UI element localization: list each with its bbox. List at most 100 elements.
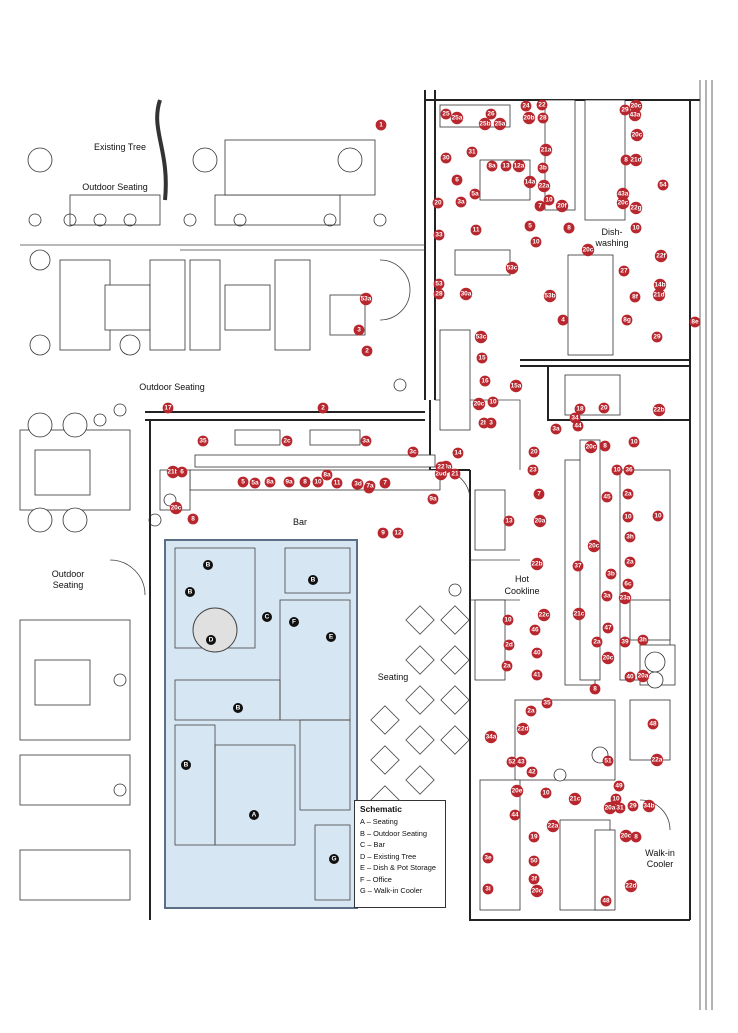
equipment-tag-label: 43a — [630, 112, 641, 119]
equipment-tag-label: 8 — [634, 834, 638, 841]
equipment-tag-label: 53c — [507, 265, 518, 272]
equipment-tag: 22g — [629, 201, 643, 215]
equipment-tag-label: 10 — [489, 399, 497, 406]
equipment-tag: 20c — [587, 539, 601, 553]
equipment-tag-label: 53b — [544, 293, 555, 300]
equipment-tag: 10 — [610, 793, 622, 805]
equipment-tag: 20c — [629, 99, 643, 113]
equipment-tag-label: 40 — [626, 674, 634, 681]
equipment-tag: 20 — [528, 446, 540, 458]
equipment-tag: 40 — [531, 647, 543, 659]
equipment-tag: 6 — [451, 174, 463, 186]
schematic-marker: F — [289, 617, 299, 627]
equipment-tag-label: 53a — [361, 296, 372, 303]
equipment-tag: 42 — [526, 766, 538, 778]
equipment-tag-label: 8f — [632, 294, 639, 301]
schematic-marker: D — [206, 635, 216, 645]
equipment-tag: 20e — [510, 784, 524, 798]
equipment-tag-label: 14 — [454, 450, 462, 457]
equipment-tag: 2c — [281, 435, 293, 447]
equipment-tag: 2 — [361, 345, 373, 357]
equipment-tag-label: 34 — [571, 415, 579, 422]
equipment-tag: 22a — [650, 753, 664, 767]
equipment-tag: 9 — [377, 527, 389, 539]
equipment-tag: 31 — [466, 146, 478, 158]
equipment-tag-label: 20c — [171, 505, 182, 512]
equipment-tag: 14a — [523, 175, 537, 189]
equipment-tag: 29 — [651, 331, 663, 343]
equipment-tag-label: 31 — [468, 149, 476, 156]
equipment-tag: 30a — [459, 287, 473, 301]
equipment-tag-label: 3b — [539, 165, 547, 172]
equipment-tag-label: 21a — [541, 147, 552, 154]
equipment-tag: 47 — [602, 622, 614, 634]
equipment-tag-label: 3e — [484, 855, 492, 862]
equipment-tag: 20 — [432, 197, 444, 209]
equipment-tag-label: 14b — [654, 282, 665, 289]
equipment-tag-label: 29 — [653, 334, 661, 341]
label-dishwashing-2: washing — [594, 238, 628, 248]
schematic-item: A – Seating — [360, 817, 398, 826]
equipment-tag-label: 34a — [486, 734, 497, 741]
equipment-tag: 20a — [636, 669, 650, 683]
equipment-tag-label: 22c — [539, 612, 550, 619]
svg-text:G: G — [331, 856, 336, 863]
equipment-tag: 51 — [602, 755, 614, 767]
equipment-tag: 8 — [620, 154, 632, 166]
equipment-tag: 27 — [618, 265, 630, 277]
label-walkin-1: Walk-in — [645, 848, 675, 858]
schematic-marker: G — [329, 854, 339, 864]
equipment-tag: 25a — [493, 117, 507, 131]
equipment-tag: 20c — [581, 243, 595, 257]
equipment-tag: 31 — [614, 802, 626, 814]
schematic-item: B – Outdoor Seating — [360, 828, 427, 838]
equipment-tag: 3a — [601, 590, 613, 602]
equipment-tag-label: 11 — [334, 480, 341, 487]
equipment-tag-label: 10 — [624, 514, 632, 521]
equipment-tag-label: 48 — [602, 898, 610, 905]
equipment-tag: 4 — [557, 314, 569, 326]
equipment-tag: 10 — [622, 511, 634, 523]
equipment-tag-label: 8 — [191, 516, 195, 523]
equipment-tag-label: 21d — [653, 292, 664, 299]
equipment-tag: 30 — [440, 152, 452, 164]
equipment-tag-label: 23 — [529, 467, 537, 474]
equipment-tag: 3h — [637, 634, 649, 646]
equipment-tag: 17 — [162, 402, 174, 414]
equipment-tag-label: 24 — [522, 103, 530, 110]
equipment-tag: 8a — [486, 160, 498, 172]
equipment-tag-label: 2d — [505, 642, 513, 649]
equipment-tag: 9a — [427, 493, 439, 505]
equipment-tag-label: 22a — [539, 183, 550, 190]
equipment-tag-label: 20c — [589, 543, 600, 550]
equipment-tag: 3b — [605, 568, 617, 580]
equipment-tag: 20c — [619, 829, 633, 843]
equipment-tag-label: 10 — [632, 225, 640, 232]
equipment-tag: 15a — [509, 379, 523, 393]
equipment-tag-label: 3d — [354, 481, 362, 488]
equipment-tag: 3 — [485, 417, 497, 429]
schematic-item: D – Existing Tree — [360, 851, 417, 861]
equipment-tag-label: 31 — [616, 805, 624, 812]
schematic-item: F – Office — [360, 874, 392, 884]
equipment-tag: 20c — [584, 440, 598, 454]
equipment-tag-label: 10 — [504, 617, 512, 624]
label-dishwashing-1: Dish- — [601, 227, 622, 237]
schematic-marker: A — [249, 810, 259, 820]
equipment-tag: 5 — [524, 220, 536, 232]
equipment-tag: 12a — [512, 159, 526, 173]
label-outdoor-seating-left-1: Outdoor — [52, 569, 85, 579]
equipment-tag-label: 7 — [537, 491, 541, 498]
schematic-marker: B — [233, 703, 243, 713]
equipment-tag: 35 — [197, 435, 209, 447]
equipment-tag-label: 6 — [180, 469, 184, 476]
equipment-tag: 5 — [237, 476, 249, 488]
equipment-tag-label: 22f — [656, 253, 666, 260]
equipment-tag-label: 25a — [495, 121, 506, 128]
equipment-tag: 20f — [555, 199, 569, 213]
equipment-tag: 26 — [485, 108, 497, 120]
equipment-tag: 3h — [624, 531, 636, 543]
equipment-tag-label: 10 — [613, 467, 621, 474]
schematic-inset — [164, 539, 358, 909]
equipment-tag-label: 10 — [545, 197, 553, 204]
